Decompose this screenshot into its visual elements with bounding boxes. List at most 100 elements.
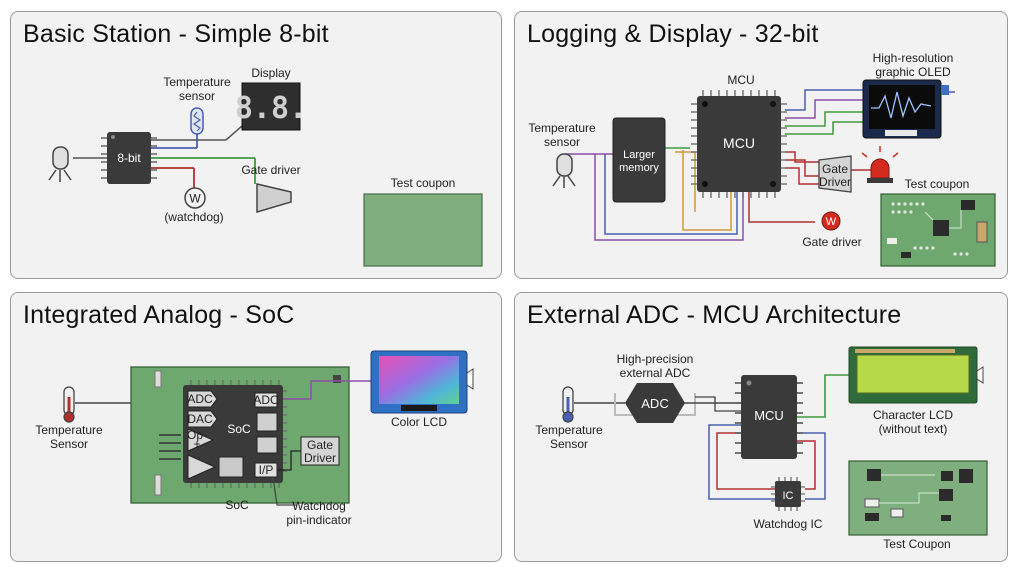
adc-caption-2: external ADC — [620, 366, 691, 380]
external-adc-diagram: Temperature Sensor High-precision extern… — [535, 346, 988, 551]
internal-block — [256, 436, 278, 454]
gate-driver-label-2: Driver — [304, 451, 336, 465]
mcu-chip: MCU — [735, 375, 803, 459]
gate-driver-icon — [256, 183, 292, 214]
watchdog-icon: W — [821, 211, 841, 231]
mcu-32bit-chip: MCU — [691, 90, 787, 198]
wire-adc-to-mcu-2 — [695, 396, 741, 412]
opamp-block: Op- + — [187, 428, 215, 452]
mcu-label: 8-bit — [117, 151, 141, 165]
character-lcd-label-2: (without text) — [879, 422, 948, 436]
panel-title: External ADC - MCU Architecture — [527, 301, 902, 329]
alarm-light-icon — [861, 146, 899, 183]
mcu-chip-label: MCU — [723, 135, 755, 151]
adc-label: ADC — [641, 396, 668, 411]
dac-block: DAC — [187, 410, 218, 428]
seven-segment-display: 8.8. — [235, 82, 307, 131]
watchdog-label-1: Watchdog — [292, 499, 346, 513]
oled-display — [862, 79, 949, 139]
adc-caption-1: High-precision — [617, 352, 694, 366]
soc-chip-label: SoC — [227, 422, 251, 436]
adc-right-label: ADC — [253, 393, 279, 407]
mcu-8bit-chip: 8-bit — [101, 132, 157, 184]
soc-label: SoC — [225, 498, 249, 512]
panel-logging-display: Logging & Display - 32-bit Temperature s… — [514, 11, 1008, 279]
memory-label-2: memory — [619, 162, 659, 174]
color-lcd — [370, 350, 474, 414]
temp-sensor-label-2: Sensor — [50, 437, 88, 451]
watchdog-label: Watchdog IC — [754, 517, 823, 531]
thermistor-icon — [190, 107, 204, 135]
test-coupon-label: Test coupon — [905, 177, 970, 191]
temp-sensor-label-1: Temperature — [35, 423, 103, 437]
gate-driver-label-1: Gate — [307, 438, 333, 452]
pin-indicator-label: I/P — [259, 463, 274, 477]
internal-block — [218, 456, 244, 478]
wire-mcu-to-lcd — [797, 374, 849, 418]
temp-sensor-label-1: Temperature — [528, 121, 596, 135]
watchdog-symbol: W — [826, 216, 837, 228]
adc-label: ADC — [187, 392, 213, 406]
gate-driver-label: Gate driver — [802, 235, 861, 249]
temperature-probe-icon — [552, 153, 576, 188]
panel-title: Integrated Analog - SoC — [23, 301, 295, 329]
wire-to-lcd — [283, 380, 371, 400]
thermometer-icon — [63, 386, 75, 423]
temp-sensor-label-2: Sensor — [550, 437, 588, 451]
panel-basic-station: Basic Station - Simple 8-bit — [10, 11, 502, 279]
gate-driver-box: Gate Driver — [300, 436, 340, 466]
display-digits: 8.8. — [235, 91, 307, 126]
watchdog-icon: W — [184, 187, 206, 209]
soc-chip: SoC — [183, 380, 287, 488]
temp-sensor-label-1: Temperature — [535, 423, 603, 437]
panel-title: Logging & Display - 32-bit — [527, 20, 819, 48]
pin-indicator-block: I/P — [254, 462, 278, 478]
gate-driver-box-label-1: Gate — [822, 162, 848, 176]
panel-integrated-analog: Integrated Analog - SoC Temperature Sens… — [10, 292, 502, 562]
watchdog-label-2: pin-indicator — [286, 513, 351, 527]
basic-station-diagram: 8-bit Temperature sensor Display 8.8. Ga… — [48, 66, 483, 267]
test-coupon-pcb — [880, 193, 996, 267]
internal-block — [256, 412, 278, 432]
temperature-probe-icon — [48, 146, 72, 182]
adc-right-block: ADC — [253, 392, 279, 408]
wire-watchdog-blue — [708, 424, 775, 500]
test-coupon-label: Test coupon — [391, 176, 456, 190]
memory-chip: Larger memory — [612, 117, 666, 203]
watchdog-symbol: W — [189, 192, 201, 206]
temp-sensor-label-2: sensor — [544, 135, 580, 149]
oled-label-2: graphic OLED — [875, 65, 951, 79]
test-coupon-label: Test Coupon — [883, 537, 950, 551]
comparator-block — [187, 454, 217, 480]
watchdog-ic-chip: IC — [771, 477, 805, 511]
bus-wires — [565, 89, 955, 241]
wire-watchdog-red — [716, 432, 775, 490]
opamp-label-2: + — [193, 437, 200, 451]
gate-driver-box-label-2: Driver — [819, 175, 851, 189]
temp-sensor-label-1: Temperature — [163, 75, 231, 89]
integrated-analog-diagram: Temperature Sensor SoC ADC — [35, 350, 474, 527]
color-lcd-label: Color LCD — [391, 415, 447, 429]
external-adc-chip: ADC — [625, 383, 685, 423]
logging-display-diagram: Temperature sensor Larger memory MCU M — [528, 51, 996, 267]
opamp-label-1: Op- — [187, 428, 207, 442]
display-label: Display — [251, 66, 290, 80]
watchdog-label: (watchdog) — [164, 210, 223, 224]
wire-watchdog-blue-2 — [797, 432, 826, 500]
panel-title: Basic Station - Simple 8-bit — [23, 20, 329, 48]
gate-driver-label: Gate driver — [241, 163, 300, 177]
mcu-label: MCU — [754, 408, 784, 423]
wire-watchdog-red-2 — [797, 440, 816, 490]
wire-to-gate-driver — [277, 450, 301, 471]
gate-driver-box: Gate Driver — [818, 155, 852, 193]
panel-external-adc: External ADC - MCU Architecture Temperat… — [514, 292, 1008, 562]
test-coupon — [363, 193, 483, 267]
memory-label-1: Larger — [623, 149, 655, 161]
dac-label: DAC — [187, 412, 213, 426]
mcu-top-label: MCU — [727, 73, 754, 87]
character-lcd-label-1: Character LCD — [873, 408, 953, 422]
adc-block: ADC — [187, 390, 218, 408]
watchdog-chip-label: IC — [783, 490, 794, 502]
oled-label-1: High-resolution — [873, 51, 954, 65]
wire-watchdog-pin — [272, 476, 297, 506]
